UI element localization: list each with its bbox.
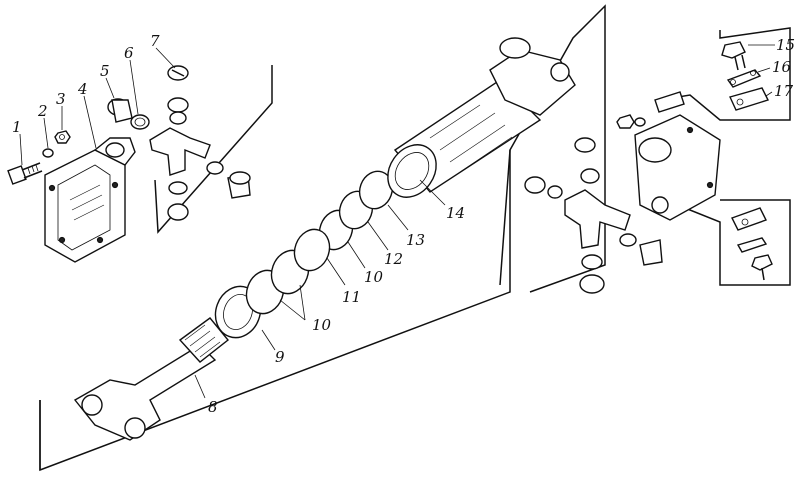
part-bolt-15 <box>721 41 746 71</box>
label-part-3: 3 <box>56 90 66 108</box>
part-spider-7 <box>149 65 251 221</box>
part-tube-14 <box>387 37 576 198</box>
label-part-9: 9 <box>275 348 285 366</box>
label-part-13: 13 <box>406 231 425 249</box>
label-part-10-lower: 10 <box>312 316 332 334</box>
leader-lines <box>19 44 775 399</box>
part-snap-rings-10 <box>245 209 354 315</box>
label-part-1: 1 <box>12 118 22 136</box>
label-part-16: 16 <box>772 58 792 76</box>
part-bearing-cup-5 <box>107 98 133 123</box>
part-right-spider <box>524 137 663 294</box>
part-nut-3 <box>54 130 71 144</box>
part-lock-plate-16 <box>726 69 762 88</box>
part-right-flange-yoke <box>616 91 721 221</box>
part-flange-yoke-4 <box>44 137 136 263</box>
label-part-14: 14 <box>446 204 465 222</box>
label-part-11: 11 <box>342 288 361 306</box>
label-part-15: 15 <box>776 36 795 54</box>
label-part-4: 4 <box>77 80 88 98</box>
label-part-8: 8 <box>208 398 218 416</box>
part-bolt-1 <box>7 162 43 185</box>
part-seal-6 <box>130 114 150 130</box>
label-part-10-upper: 10 <box>364 268 384 286</box>
part-slip-yoke-8 <box>73 317 229 441</box>
part-plate-17 <box>729 87 769 111</box>
part-lock-washer-2 <box>42 148 54 158</box>
label-part-5: 5 <box>100 62 110 80</box>
label-part-12: 12 <box>384 250 403 268</box>
label-part-7: 7 <box>150 32 160 50</box>
label-part-6: 6 <box>124 44 134 62</box>
label-part-17: 17 <box>774 82 794 100</box>
label-part-2: 2 <box>37 102 48 120</box>
part-labels: 1 2 3 4 5 6 7 8 9 10 10 10 11 12 13 14 1… <box>12 32 795 416</box>
part-ring-13 <box>358 170 394 210</box>
part-ring-11 <box>293 228 331 272</box>
part-lower-plate-set <box>731 207 773 281</box>
